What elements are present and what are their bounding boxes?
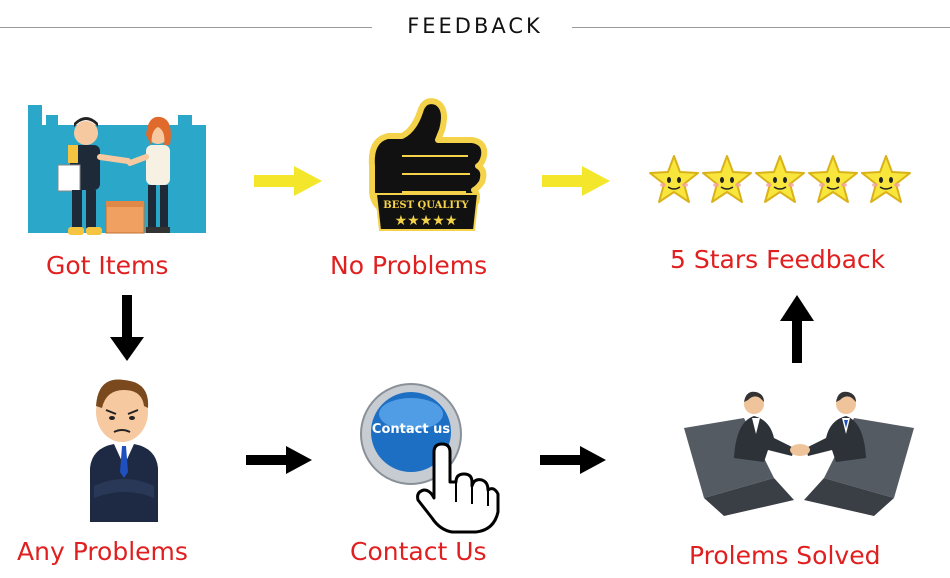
contact-us-badge-text: Contact us — [371, 422, 451, 437]
best-quality-thumbs-up-icon: BEST QUALITY ★★★★★ — [368, 98, 488, 231]
arrow-right-black-icon — [246, 446, 312, 474]
worried-man-illustration — [90, 379, 158, 522]
star-icon — [861, 155, 911, 203]
arrow-down-icon — [110, 295, 144, 361]
header-rule-right — [572, 27, 950, 28]
arrow-right-yellow-icon — [254, 166, 322, 196]
page-title: FEEDBACK — [407, 14, 543, 38]
five-stars-rating — [648, 150, 918, 210]
star-icon — [755, 155, 805, 203]
star-icon — [808, 155, 858, 203]
best-quality-text: BEST QUALITY — [383, 200, 469, 211]
handshake-laptops-illustration — [684, 391, 914, 516]
arrow-right-yellow-icon — [542, 166, 610, 196]
step-label-no-problems: No Problems — [330, 251, 488, 280]
step-label-five-stars: 5 Stars Feedback — [670, 245, 886, 274]
step-label-problems-solved: Prolems Solved — [689, 541, 881, 570]
arrow-right-black-icon — [540, 446, 606, 474]
header-rule-left — [0, 27, 372, 28]
step-label-contact-us: Contact Us — [350, 537, 487, 566]
step-label-got-items: Got Items — [46, 251, 169, 280]
star-icon — [649, 155, 699, 203]
got-items-illustration — [28, 105, 206, 235]
pointer-hand-icon — [416, 442, 500, 534]
arrow-up-icon — [780, 295, 814, 363]
step-label-any-problems: Any Problems — [17, 537, 188, 566]
star-icon — [702, 155, 752, 203]
svg-text:★★★★★: ★★★★★ — [395, 213, 458, 229]
